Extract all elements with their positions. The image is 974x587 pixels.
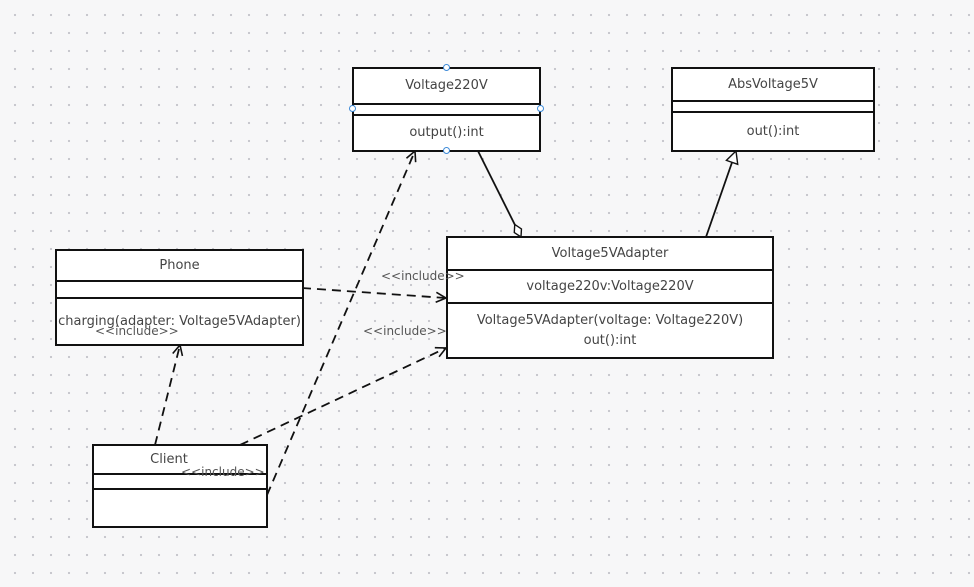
include-label-client-voltage220v: <<include>> <box>181 465 265 479</box>
class-client[interactable]: Client <box>92 444 268 528</box>
class-voltage5vadapter[interactable]: Voltage5VAdapter voltage220v:Voltage220V… <box>446 236 774 359</box>
methods-compartment: output():int <box>354 116 539 150</box>
attributes-compartment <box>673 102 873 113</box>
methods-compartment <box>94 490 266 526</box>
dependency-client-phone[interactable] <box>154 345 180 446</box>
selection-handle-top[interactable] <box>443 64 450 71</box>
method-text: out():int <box>746 123 800 139</box>
methods-compartment: Voltage5VAdapter(voltage: Voltage220V) o… <box>448 304 772 357</box>
class-name-compartment: Client <box>94 446 266 475</box>
class-name-compartment: Phone <box>57 251 302 282</box>
aggregation-voltage220v-adapter[interactable] <box>477 150 521 237</box>
attributes-compartment: voltage220v:Voltage220V <box>448 271 772 304</box>
attributes-compartment <box>94 475 266 490</box>
selection-handle-left[interactable] <box>349 105 356 112</box>
include-label-client-adapter: <<include>> <box>363 324 447 338</box>
include-label-phone-adapter: <<include>> <box>381 269 465 283</box>
class-name: Voltage220V <box>405 78 488 93</box>
class-name: Client <box>150 452 188 467</box>
class-name: Phone <box>159 257 200 273</box>
attributes-compartment <box>57 282 302 299</box>
method-text: out():int <box>583 332 637 348</box>
class-name: AbsVoltage5V <box>728 76 818 92</box>
class-name-compartment: Voltage5VAdapter <box>448 238 772 271</box>
method-text: output():int <box>409 125 484 140</box>
methods-compartment: charging(adapter: Voltage5VAdapter) <box>57 299 302 344</box>
methods-compartment: out():int <box>673 113 873 150</box>
include-label-client-phone: <<include>> <box>95 324 179 338</box>
class-voltage220v[interactable]: Voltage220V output():int <box>352 67 541 152</box>
selection-handle-right[interactable] <box>537 105 544 112</box>
selection-handle-bottom[interactable] <box>443 147 450 154</box>
method-text: charging(adapter: Voltage5VAdapter) <box>58 313 301 329</box>
attributes-text: voltage220v:Voltage220V <box>526 278 694 294</box>
method-text: Voltage5VAdapter(voltage: Voltage220V) <box>476 312 744 328</box>
class-name-compartment: Voltage220V <box>354 69 539 105</box>
dependency-phone-adapter[interactable] <box>301 287 446 298</box>
class-name-compartment: AbsVoltage5V <box>673 69 873 102</box>
class-name: Voltage5VAdapter <box>551 245 669 261</box>
class-phone[interactable]: Phone charging(adapter: Voltage5VAdapter… <box>55 249 304 346</box>
class-absvoltage5v[interactable]: AbsVoltage5V out():int <box>671 67 875 152</box>
generalization-adapter-absvoltage5v[interactable] <box>705 151 736 238</box>
dependency-client-voltage220v[interactable] <box>266 151 415 496</box>
attributes-compartment <box>354 105 539 116</box>
dependency-client-adapter[interactable] <box>239 348 446 446</box>
